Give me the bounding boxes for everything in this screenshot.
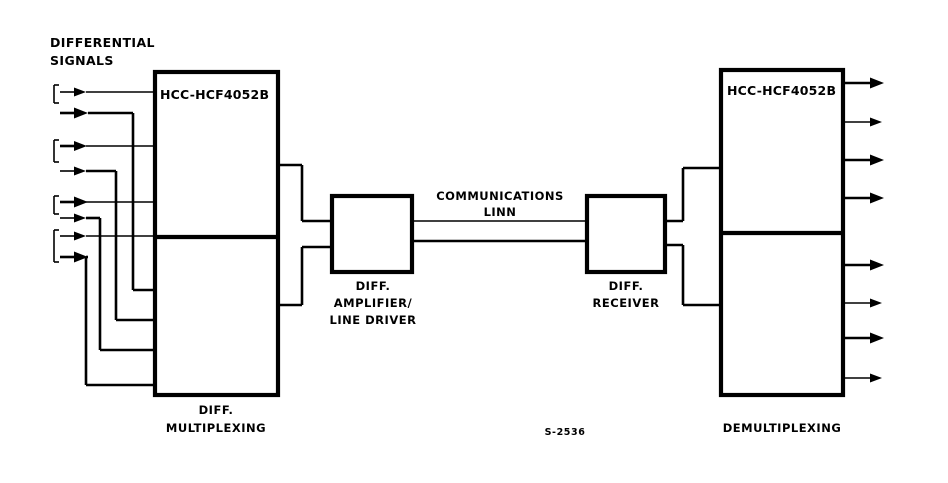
block-diff-amplifier-line-driver[interactable] (329, 193, 415, 275)
link-label-line1: COMMUNICATIONS (436, 189, 564, 203)
output-signal-arrows (843, 77, 884, 383)
receiver-to-demux-routing (665, 166, 723, 307)
input-group-label-line1: DIFFERENTIAL (50, 35, 155, 50)
input-group-label-line2: SIGNALS (50, 53, 114, 68)
input-signal-arrows (53, 84, 88, 263)
mux-block-label-line2: MULTIPLEXING (166, 421, 266, 435)
link-label-line2: LINN (484, 205, 517, 219)
block-diff-multiplexing[interactable]: HCC-HCF4052B (152, 69, 281, 398)
figure-id-label: S-2536 (545, 427, 586, 438)
block-diff-receiver[interactable] (584, 193, 668, 275)
mux-to-amplifier-routing (278, 163, 334, 307)
mux-chip-label: HCC-HCF4052B (160, 87, 269, 102)
communications-link (412, 220, 587, 243)
mux-input-routing (84, 91, 157, 387)
amplifier-label-line3: LINE DRIVER (330, 313, 417, 327)
demux-chip-label: HCC-HCF4052B (727, 83, 836, 98)
amplifier-label-line2: AMPLIFIER/ (334, 296, 413, 310)
amplifier-label-line1: DIFF. (356, 279, 391, 293)
receiver-label-line2: RECEIVER (593, 296, 660, 310)
mux-block-label-line1: DIFF. (199, 403, 234, 417)
demux-block-label: DEMULTIPLEXING (723, 421, 842, 435)
block-demultiplexing[interactable]: HCC-HCF4052B (718, 67, 846, 398)
receiver-label-line1: DIFF. (609, 279, 644, 293)
